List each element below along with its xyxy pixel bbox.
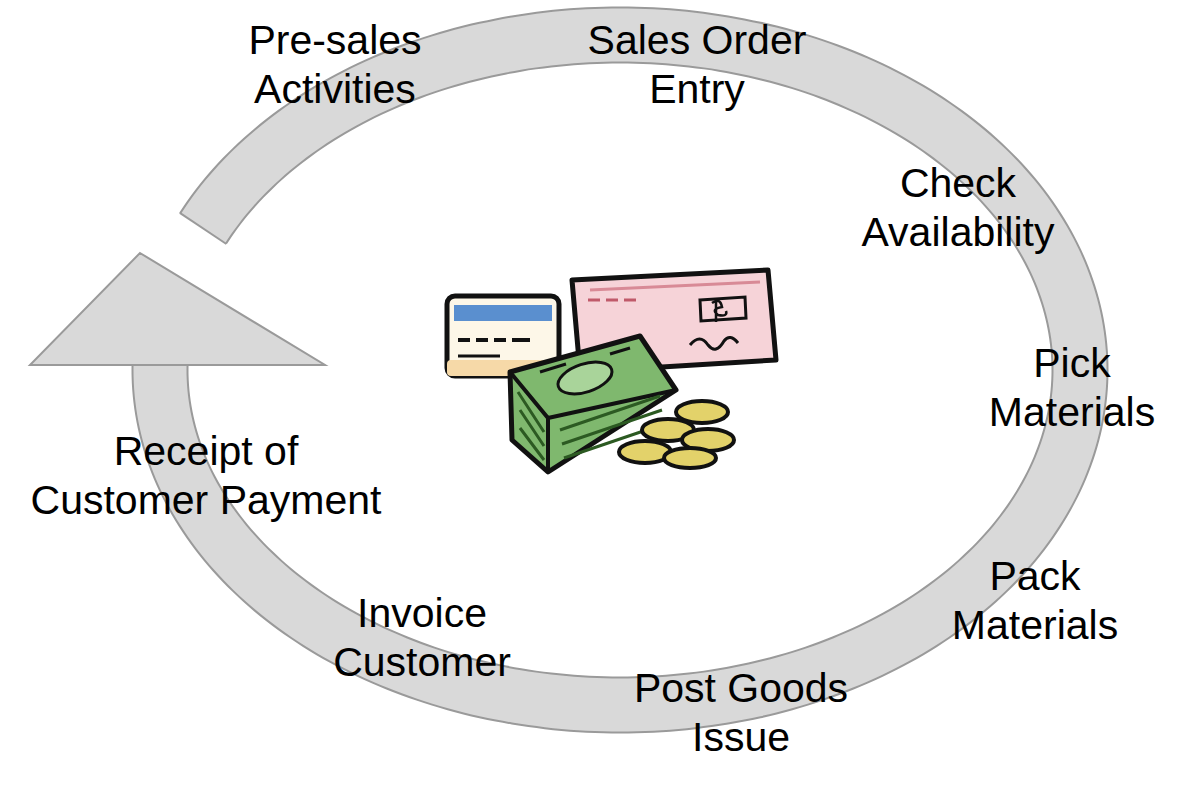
cycle-step-label: Invoice Customer	[326, 589, 518, 687]
cycle-step-label: Receipt of Customer Payment	[25, 427, 387, 525]
cycle-step-label: Post Goods Issue	[627, 664, 855, 762]
cycle-band	[160, 35, 1080, 705]
cycle-step-label: Pre-sales Activities	[240, 16, 430, 114]
cycle-band-outline	[160, 35, 1080, 705]
arrow-head	[30, 253, 325, 365]
cycle-step-label: Check Availability	[852, 159, 1064, 257]
money-clipart	[447, 270, 776, 472]
cycle-tail	[180, 213, 227, 244]
cycle-step-label: Pack Materials	[946, 552, 1124, 650]
cycle-step-label: Sales Order Entry	[581, 16, 813, 114]
cycle-step-label: Pick Materials	[983, 339, 1161, 437]
money-stack	[510, 336, 676, 472]
coins	[619, 401, 734, 468]
cycle-arrow	[30, 35, 1080, 705]
